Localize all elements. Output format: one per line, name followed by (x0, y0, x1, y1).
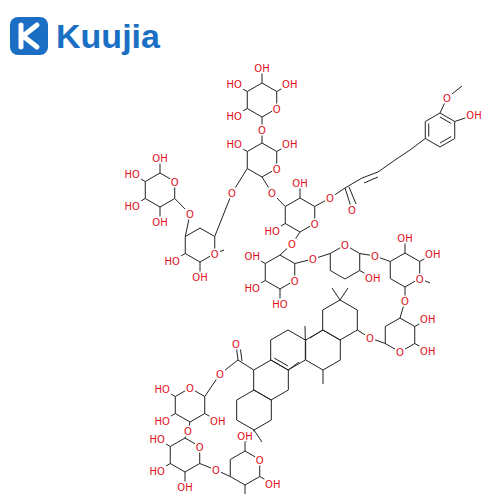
atom-label: HO (154, 384, 171, 395)
atom-label: OH (253, 63, 270, 74)
bond (271, 330, 306, 370)
bond (254, 430, 262, 442)
atom-label: O (325, 193, 335, 204)
atom-label: HO (271, 299, 288, 310)
atom-label: HO (149, 466, 166, 477)
atom-label: O (415, 273, 425, 284)
atom-label: O (310, 218, 320, 229)
bond (440, 117, 451, 124)
atom-label: O (227, 188, 237, 199)
atom-label: O (215, 369, 225, 380)
bond (288, 362, 299, 370)
atom-label: O (308, 254, 318, 265)
atom-label: O (267, 188, 277, 199)
atom-label: HO (264, 226, 281, 237)
bond (245, 485, 246, 494)
atom-label: OH (396, 233, 413, 244)
bond (262, 177, 285, 207)
atom-label: OH (209, 416, 226, 427)
atom-label: O (170, 176, 180, 187)
atom-label: OH (291, 178, 308, 189)
atom-label: O (340, 240, 350, 251)
atom-label: OH (465, 110, 482, 121)
bond (364, 177, 378, 183)
atom-label: O (185, 209, 195, 220)
atom-label: HO (124, 169, 141, 180)
atom-label: HO (164, 256, 181, 267)
bond-lines (132, 68, 474, 494)
atom-label: O (255, 454, 265, 465)
atom-label: OH (419, 346, 436, 357)
atom-label: O (370, 251, 380, 262)
atom-label: O (442, 93, 452, 104)
bond (254, 360, 289, 400)
bond (205, 360, 238, 397)
bond (323, 300, 358, 340)
atom-label: O (272, 163, 282, 174)
atom-label: O (257, 125, 267, 136)
bond (295, 254, 331, 264)
atom-label: OH (419, 314, 436, 325)
bond (280, 232, 300, 255)
bond (315, 188, 345, 207)
atom-label: OH (244, 251, 261, 262)
logo-icon (10, 17, 48, 55)
atom-label: OH (176, 482, 193, 493)
atom-label: OH (264, 479, 281, 490)
atom-label: O (365, 333, 375, 344)
atom-label: HO (226, 79, 243, 90)
bond (323, 370, 324, 384)
atom-label: HO (226, 111, 243, 122)
bond (440, 86, 462, 113)
bond (440, 137, 451, 144)
bond (237, 390, 272, 430)
atom-label: O (185, 383, 195, 394)
atom-label: O (395, 347, 405, 358)
atom-label: OH (236, 431, 253, 442)
bond (332, 288, 340, 300)
bond (425, 113, 454, 147)
atom-label: OH (281, 139, 298, 150)
bond (306, 330, 341, 370)
logo-glyph (21, 25, 37, 47)
bond (274, 358, 288, 366)
atom-label: O (231, 339, 241, 350)
atom-label: OH (151, 153, 168, 164)
atom-label: O (195, 441, 205, 452)
atom-label: O (290, 275, 300, 286)
atom-label: O (400, 296, 410, 307)
logo-text: Kuujia (56, 17, 160, 55)
atom-label: O (183, 426, 193, 437)
atom-label: HO (244, 283, 261, 294)
atom-label: HO (149, 434, 166, 445)
atom-label: HO (154, 416, 171, 427)
bond (428, 124, 429, 137)
bond (357, 330, 385, 344)
atom-label: O (211, 465, 221, 476)
bond (310, 330, 323, 338)
bond (305, 326, 306, 340)
atom-label: O (210, 248, 220, 259)
atom-label: O (272, 103, 282, 114)
bond (340, 288, 348, 300)
atom-label: OH (281, 79, 298, 90)
atom-label: O (347, 205, 357, 216)
atom-label: OH (424, 249, 441, 260)
atom-label: O (287, 239, 297, 250)
atom-label: OH (364, 273, 381, 284)
atom-label: HO (226, 139, 243, 150)
atom-label: OH (151, 217, 168, 228)
bond (349, 187, 356, 204)
atom-label: OH (191, 272, 208, 283)
bond (215, 169, 248, 237)
bond (200, 464, 231, 477)
bond (345, 139, 425, 189)
atom-label: HO (124, 201, 141, 212)
